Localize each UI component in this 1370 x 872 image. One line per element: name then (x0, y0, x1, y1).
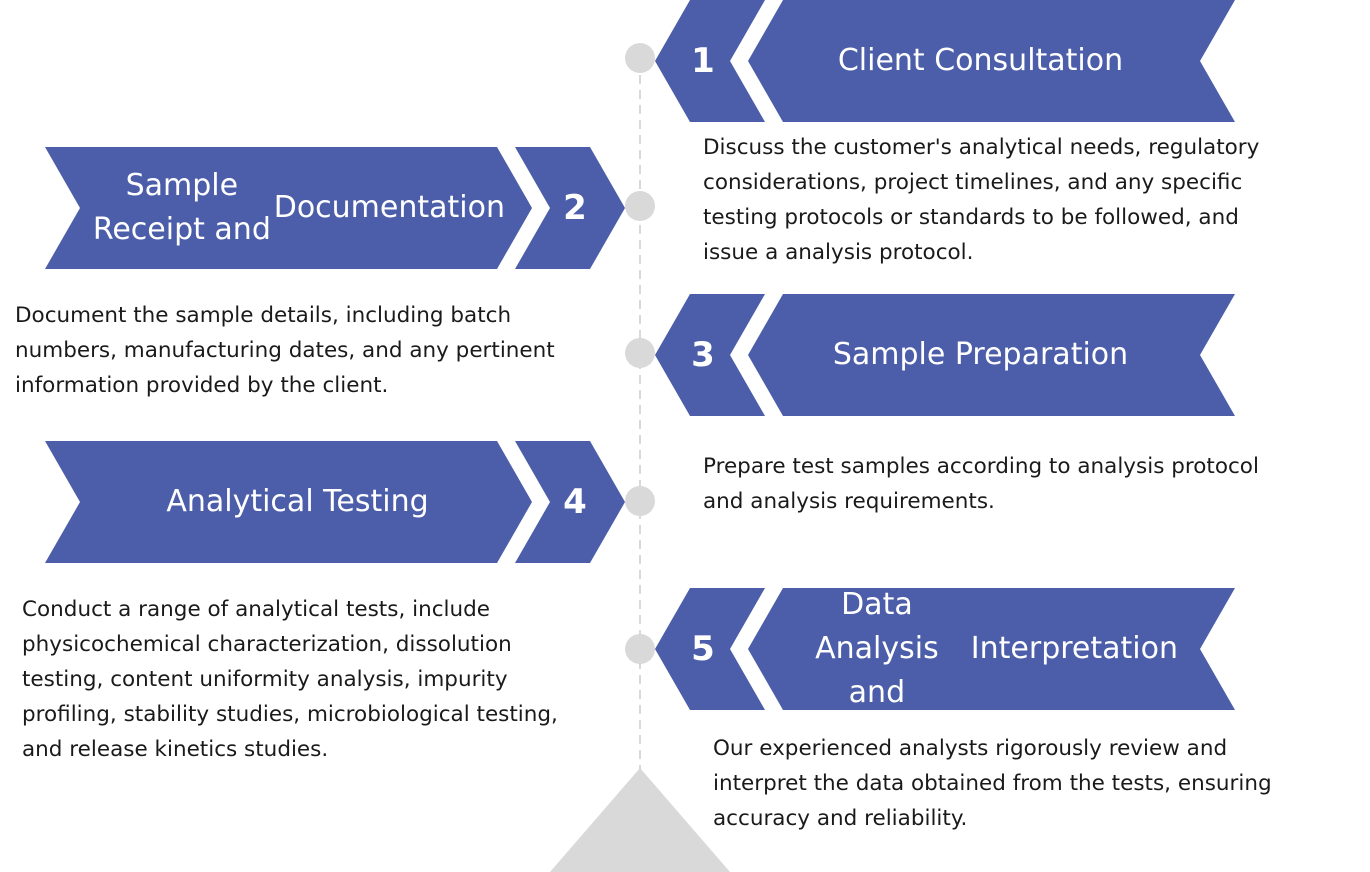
timeline-dot-4 (625, 486, 655, 516)
step-4-title-line-1: Analytical Testing (166, 484, 429, 519)
step-2-description-line-2: numbers, manufacturing dates, and any pe… (15, 338, 555, 363)
step-1-number-chevron (655, 0, 765, 122)
step-5-title: Data Analysis and Interpretation (783, 587, 1178, 710)
step-4-number-chevron (515, 441, 625, 563)
step-5-number: 5 (691, 629, 715, 669)
step-3-title-line-1: Sample Preparation (832, 337, 1129, 372)
step-4-description-line-1: Conduct a range of analytical tests, inc… (22, 597, 491, 622)
step-3-description: Prepare test samples according to analys… (703, 449, 1259, 519)
step-4-description: Conduct a range of analytical tests, inc… (22, 592, 558, 767)
step-3-number-chevron (655, 294, 765, 416)
step-5-description-line-3: accuracy and reliability. (713, 806, 968, 831)
step-5-description-line-1: Our experienced analysts rigorously revi… (713, 736, 1228, 761)
step-1-description-line-4: issue a analysis protocol. (703, 240, 974, 265)
step-2-title-banner (45, 147, 532, 269)
step-2-title-line-2: Documentation (273, 190, 505, 225)
timeline-dot-5 (625, 634, 655, 664)
step-4-number: 4 (563, 482, 587, 522)
step-3-title: Sample Preparation (783, 294, 1178, 416)
step-3-description-line-2: and analysis requirements. (703, 489, 995, 514)
step-4-description-line-4: profiling, stability studies, microbiolo… (22, 702, 558, 727)
step-5-title-line-1: Data Analysis and (815, 587, 939, 710)
step-3-number: 3 (691, 335, 715, 375)
step-4-title-banner (45, 441, 532, 563)
step-2-description-line-1: Document the sample details, including b… (15, 303, 512, 328)
step-1-description-line-1: Discuss the customer's analytical needs,… (703, 135, 1260, 160)
timeline-dot-2 (625, 191, 655, 221)
step-2-title: Sample Receipt and Documentation (90, 147, 505, 269)
step-1-title-banner (748, 0, 1235, 122)
step-2-description-line-3: information provided by the client. (15, 373, 389, 398)
step-1-description-line-3: testing protocols or standards to be fol… (703, 205, 1239, 230)
timeline-dot-1 (625, 43, 655, 73)
step-2-title-line-1: Sample Receipt and (92, 168, 271, 247)
timeline-arrowhead (550, 768, 730, 872)
step-4-title: Analytical Testing (90, 441, 505, 563)
step-5-description: Our experienced analysts rigorously revi… (713, 731, 1272, 836)
step-4-description-line-2: physicochemical characterization, dissol… (22, 632, 512, 657)
step-5-number-chevron (655, 588, 765, 710)
step-1-title: Client Consultation (783, 0, 1178, 122)
step-1-title-line-1: Client Consultation (837, 43, 1124, 78)
step-2-number-chevron (515, 147, 625, 269)
step-3-title-banner (748, 294, 1235, 416)
step-1-description-line-2: considerations, project timelines, and a… (703, 170, 1243, 195)
timeline-dot-3 (625, 338, 655, 368)
step-2-description: Document the sample details, including b… (15, 298, 555, 403)
step-4-description-line-3: testing, content uniformity analysis, im… (22, 667, 508, 692)
step-5-description-line-2: interpret the data obtained from the tes… (713, 771, 1272, 796)
step-3-description-line-1: Prepare test samples according to analys… (703, 454, 1259, 479)
step-2-number: 2 (563, 188, 587, 228)
step-4-description-line-5: and release kinetics studies. (22, 737, 329, 762)
step-5-title-line-2: Interpretation (970, 631, 1178, 666)
step-5-title-banner (748, 588, 1235, 710)
step-1-description: Discuss the customer's analytical needs,… (703, 130, 1259, 270)
step-1-number: 1 (691, 41, 715, 81)
